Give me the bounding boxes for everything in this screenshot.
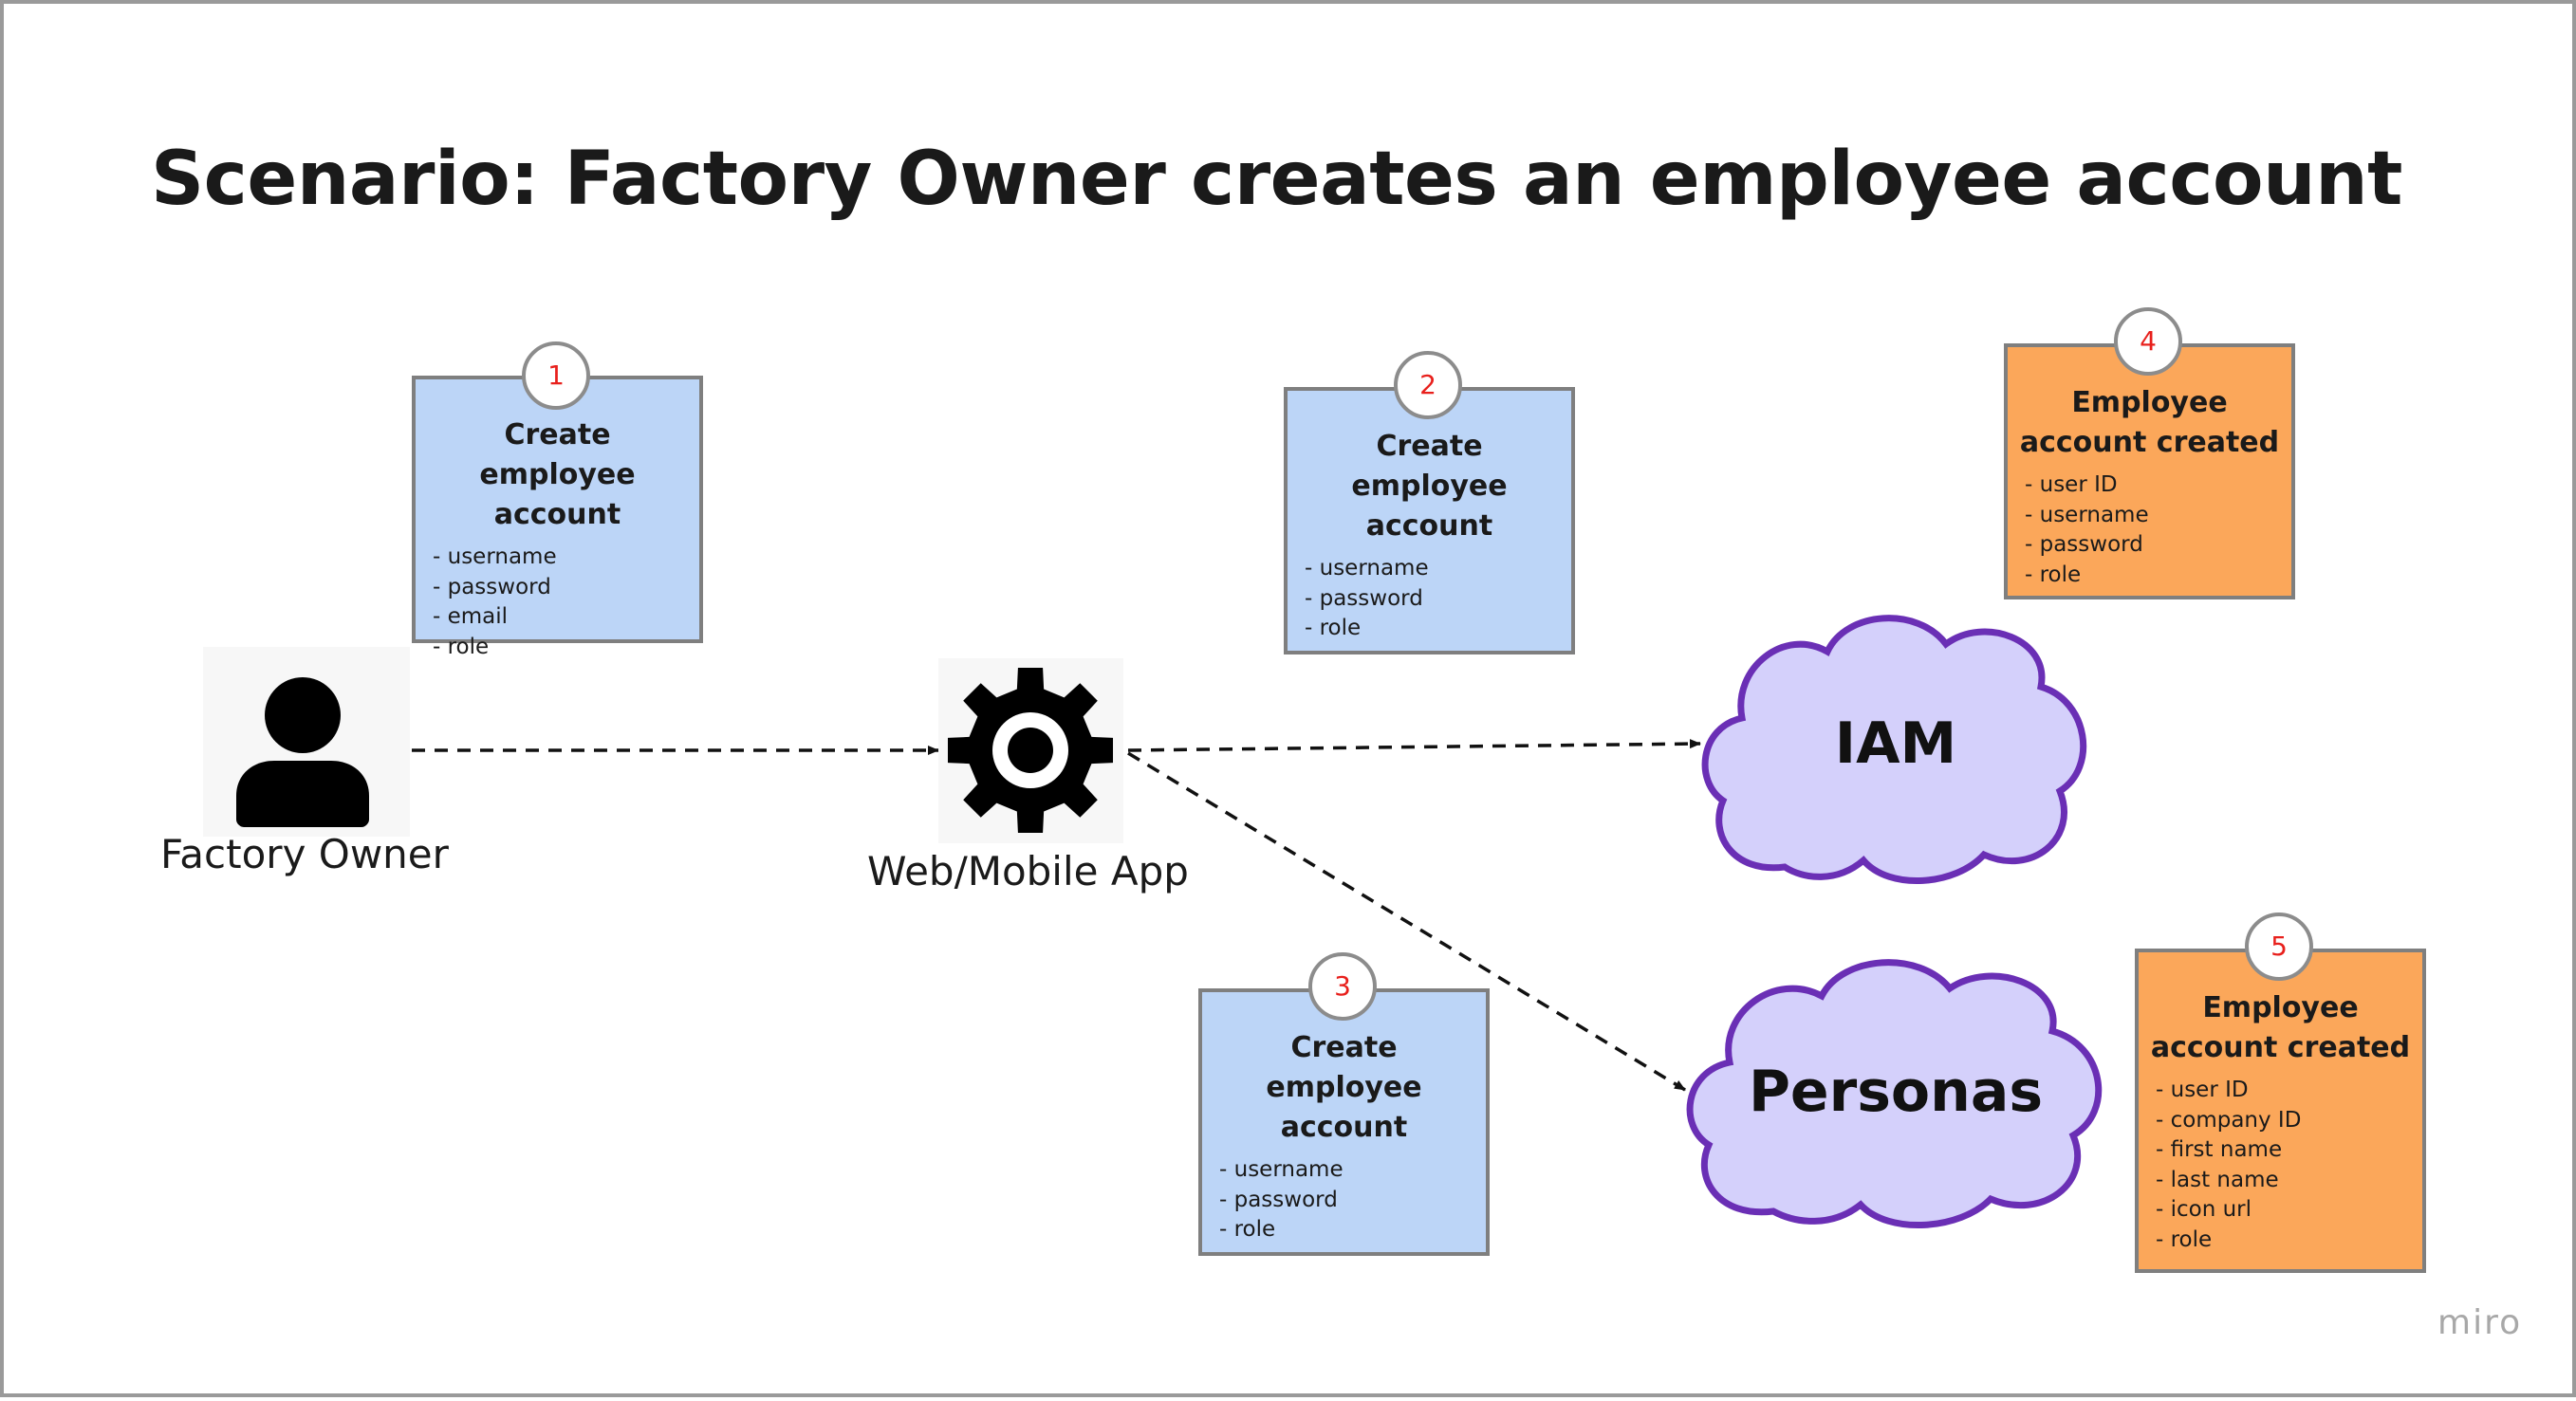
note-title: Employee account created <box>2150 991 2411 1064</box>
note-title: Create employee account <box>1266 1031 1422 1144</box>
owner-label: Factory Owner <box>160 831 449 877</box>
note-field: - password <box>2025 532 2143 557</box>
note-field-list: - username - password - email - role <box>416 543 699 662</box>
note-field-list: - user ID - username - password - role <box>2008 470 2291 590</box>
note-title: Create employee account <box>1351 430 1508 543</box>
note-field: - last name <box>2156 1167 2279 1192</box>
step-badge-1: 1 <box>522 341 590 410</box>
note-field: - role <box>2156 1226 2213 1252</box>
iam-cloud <box>1701 615 2087 885</box>
note-field: - icon url <box>2156 1197 2252 1222</box>
note-field: - username <box>433 544 557 569</box>
note-field-list: - username - password - role <box>1288 554 1571 644</box>
arrow-app-to-personas <box>1127 751 1686 1092</box>
note-field: - username <box>1219 1157 1344 1182</box>
note-request-owner: Create employee account - username - pas… <box>412 376 703 659</box>
note-field: - password <box>433 574 551 599</box>
diagram-title: Scenario: Factory Owner creates an emplo… <box>151 137 2402 222</box>
connectors <box>412 739 1701 1092</box>
person-icon <box>236 677 369 827</box>
note-request-iam: Create employee account - username - pas… <box>1284 387 1575 654</box>
step-badge-5: 5 <box>2245 912 2313 981</box>
step-badge-4: 4 <box>2114 307 2182 376</box>
personas-cloud <box>1686 959 2103 1229</box>
note-field: - email <box>433 604 509 629</box>
note-title: Create employee account <box>479 418 636 531</box>
note-title: Employee account created <box>2019 386 2280 459</box>
iam-label: IAM <box>1834 710 1957 777</box>
note-field-list: - username - password - role <box>1202 1155 1486 1245</box>
app-label: Web/Mobile App <box>867 848 1189 894</box>
note-response-iam: Employee account created - user ID - use… <box>2004 343 2295 599</box>
step-badge-2: 2 <box>1394 351 1462 419</box>
note-field-list: - user ID - company ID - first name - la… <box>2139 1076 2422 1255</box>
gear-hub <box>1008 728 1053 773</box>
note-response-personas: Employee account created - user ID - com… <box>2135 949 2426 1273</box>
note-field: - role <box>1219 1217 1276 1242</box>
note-field: - company ID <box>2156 1107 2302 1133</box>
note-field: - password <box>1305 585 1423 611</box>
note-field: - user ID <box>2156 1078 2249 1102</box>
note-field: - role <box>433 634 490 659</box>
personas-label: Personas <box>1748 1059 2044 1125</box>
note-field: - first name <box>2156 1137 2283 1162</box>
note-field: - username <box>2025 502 2149 527</box>
note-field: - username <box>1305 556 1429 581</box>
note-field: - role <box>2025 562 2082 587</box>
note-field: - role <box>1305 616 1362 640</box>
step-badge-3: 3 <box>1308 952 1377 1021</box>
brand-logo: miro <box>2437 1303 2523 1342</box>
note-field: - password <box>1219 1187 1338 1212</box>
gear-icon <box>947 667 1114 834</box>
note-field: - user ID <box>2025 472 2118 497</box>
note-request-personas: Create employee account - username - pas… <box>1198 988 1490 1256</box>
arrow-app-to-iam <box>1127 739 1701 752</box>
